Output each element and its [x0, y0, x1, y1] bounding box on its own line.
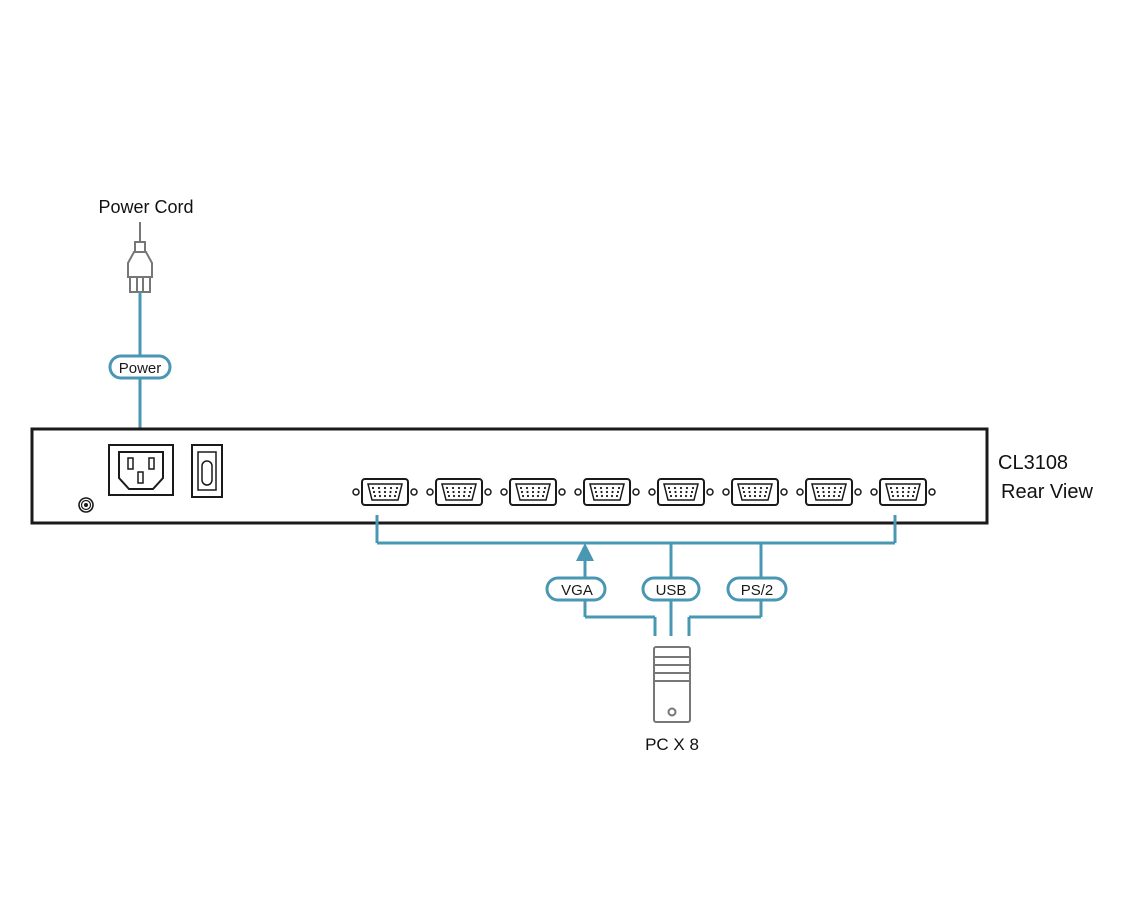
db15-port-icon	[648, 478, 714, 506]
usb-tag-label: USB	[656, 582, 687, 599]
db15-port-icon	[722, 478, 788, 506]
db15-port-icon	[870, 478, 936, 506]
pc-tower-icon	[653, 646, 691, 723]
power-cord-label: Power Cord	[98, 197, 193, 217]
vga-tag: VGA	[545, 576, 607, 602]
ground-screw-icon	[78, 497, 94, 513]
db15-port-icon	[352, 478, 418, 506]
kvm-rear-panel	[30, 427, 989, 525]
power-plug-icon	[127, 222, 153, 293]
rocker-switch-icon	[191, 444, 223, 498]
vga-tag-label: VGA	[561, 582, 593, 599]
power-tag-label: Power	[119, 360, 162, 377]
power-tag: Power	[108, 354, 172, 380]
db15-port-icon	[574, 478, 640, 506]
cable-bus	[375, 515, 897, 636]
kvm-ports	[352, 478, 936, 506]
model-label: CL3108	[998, 452, 1068, 474]
ac-inlet-icon	[108, 444, 174, 496]
db15-port-icon	[500, 478, 566, 506]
usb-tag: USB	[641, 576, 701, 602]
db15-port-icon	[426, 478, 492, 506]
ps2-tag: PS/2	[726, 576, 788, 602]
view-label: Rear View	[1001, 481, 1093, 503]
db15-port-icon	[796, 478, 862, 506]
ps2-tag-label: PS/2	[741, 582, 774, 599]
vga-arrow-icon	[576, 543, 594, 561]
pc-label: PC X 8	[645, 735, 699, 754]
